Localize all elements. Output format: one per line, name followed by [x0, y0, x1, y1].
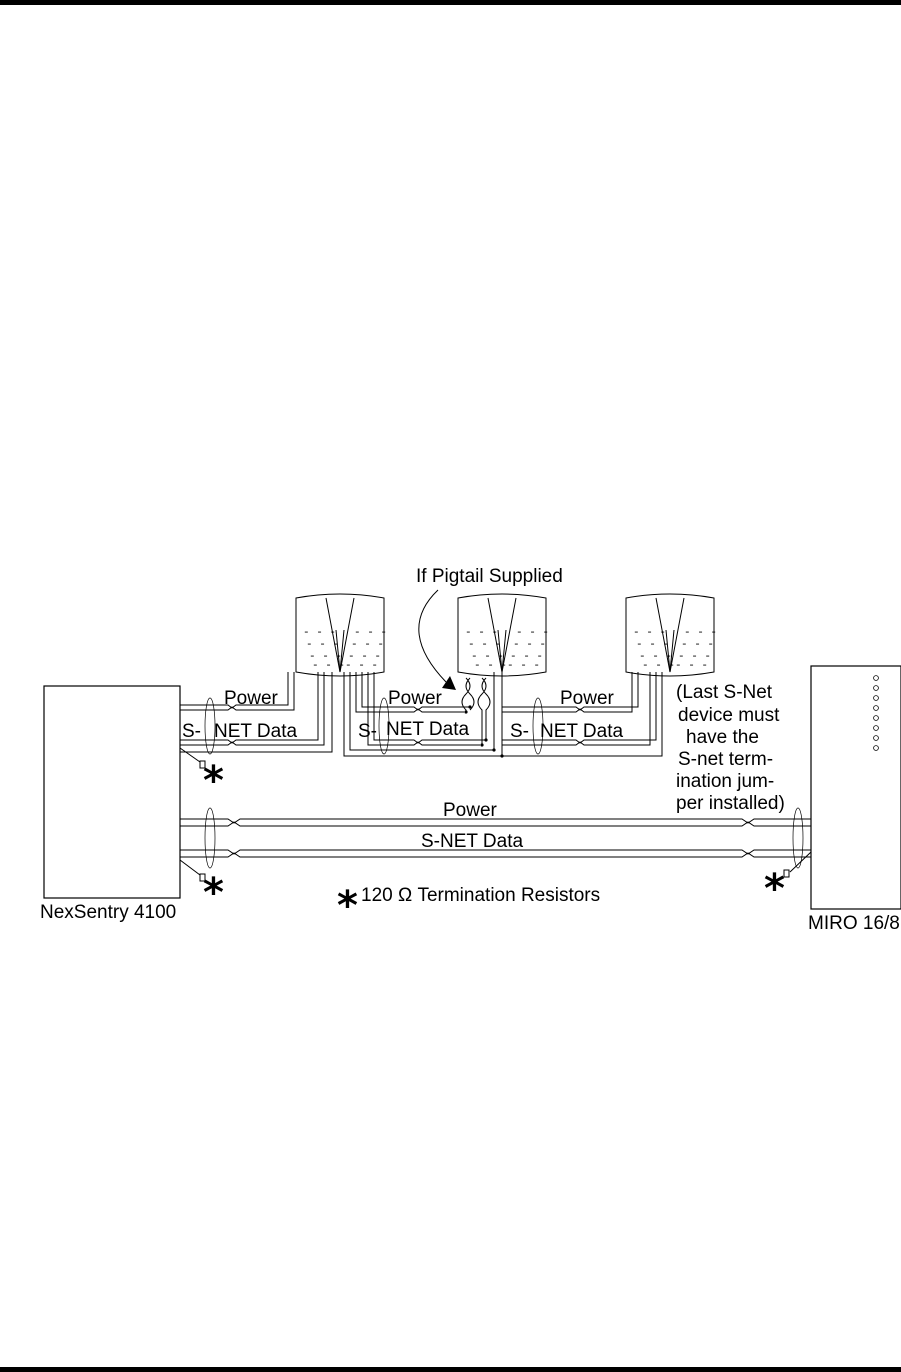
- reader-3-dashes-l2: - - -: [636, 639, 669, 651]
- power-label-1: Power: [224, 688, 279, 709]
- top-rule: [0, 0, 901, 5]
- note-line-3: have the: [686, 727, 759, 748]
- miro-label: MIRO 16/8: [808, 913, 900, 934]
- reader-2-dashes-r4: - - -: [507, 660, 540, 672]
- reader-1-dashes-l4: - - -: [312, 660, 345, 672]
- reader-3-dashes-r2: - - -: [681, 639, 714, 651]
- termination-legend: * 120 Ω Termination Resistors: [337, 883, 600, 929]
- note-line-6: per installed): [676, 793, 785, 814]
- card-reader-2: - - - - - - - - - - - - - - - - - - - - …: [457, 593, 549, 677]
- main-power-cable: [180, 818, 811, 827]
- reader-1-dashes-r2: - - -: [351, 639, 384, 651]
- miro-box: [810, 665, 901, 910]
- snet-s-label-2: S-: [358, 721, 377, 742]
- legend-text: 120 Ω Termination Resistors: [361, 885, 600, 906]
- nexsentry-controller-box: [43, 685, 181, 899]
- main-snet-label: S-NET Data: [421, 831, 524, 852]
- card-reader-1: - - - - - - - - - - - - - - - - - - - - …: [295, 593, 387, 677]
- wiring-controller-to-reader-1: [179, 672, 333, 769]
- reader-1-dashes-r3: - - -: [348, 651, 381, 663]
- pigtail-wires: [461, 672, 504, 758]
- termination-star-left: *: [203, 870, 224, 916]
- reader-3-dashes-l1: - - -: [633, 627, 666, 639]
- reader-3-dashes-r3: - - -: [678, 651, 711, 663]
- note-line-4: S-net term-: [678, 749, 773, 770]
- reader-2-dashes-r2: - - -: [513, 639, 546, 651]
- wiring-reader-2-to-reader-3: [502, 672, 663, 757]
- card-reader-3: - - - - - - - - - - - - - - - - - - - - …: [625, 593, 717, 677]
- reader-1-dashes-l2: - - -: [306, 639, 339, 651]
- snet-data-label-3: NET Data: [540, 721, 624, 742]
- power-label-3: Power: [560, 688, 615, 709]
- reader-2-dashes-r1: - - -: [516, 627, 549, 639]
- reader-3-dashes-r1: - - -: [684, 627, 717, 639]
- note-line-1: (Last S-Net: [676, 682, 773, 703]
- reader-1-dashes-r4: - - -: [345, 660, 378, 672]
- reader-2-dashes-r3: - - -: [510, 651, 543, 663]
- legend-star: *: [337, 883, 358, 929]
- reader-2-dashes-l4: - - -: [474, 660, 507, 672]
- snet-data-label-2: NET Data: [386, 719, 470, 740]
- power-label-2: Power: [388, 688, 443, 709]
- snet-s-label-3: S-: [510, 721, 529, 742]
- termination-star-top: *: [203, 758, 224, 804]
- pigtail-arrow: [418, 589, 456, 690]
- termination-star-right: *: [764, 866, 785, 912]
- note-line-2: device must: [678, 705, 780, 726]
- reader-1-dashes-l3: - - -: [309, 651, 342, 663]
- snet-s-label-1: S-: [182, 721, 201, 742]
- reader-3-dashes-l3: - - -: [639, 651, 672, 663]
- termination-note: (Last S-Net device must have the S-net t…: [676, 682, 785, 814]
- main-power-label: Power: [443, 800, 498, 821]
- nexsentry-label: NexSentry 4100: [40, 902, 176, 923]
- reader-2-dashes-l3: - - -: [471, 651, 504, 663]
- reader-1-dashes-l1: - - -: [303, 627, 336, 639]
- reader-3-dashes-l4: - - -: [642, 660, 675, 672]
- reader-2-dashes-l2: - - -: [468, 639, 501, 651]
- wiring-reader-1-to-reader-2: [343, 672, 502, 757]
- note-line-5: ination jum-: [676, 771, 774, 792]
- reader-1-dashes-r1: - - -: [354, 627, 387, 639]
- bottom-rule: [0, 1367, 901, 1372]
- reader-3-dashes-r4: - - -: [675, 660, 708, 672]
- reader-2-dashes-l1: - - -: [465, 627, 498, 639]
- pigtail-label: If Pigtail Supplied: [416, 566, 563, 587]
- miro-led-column: [873, 675, 879, 751]
- snet-data-label-1: NET Data: [214, 721, 298, 742]
- main-snet-data-cable: [179, 807, 812, 882]
